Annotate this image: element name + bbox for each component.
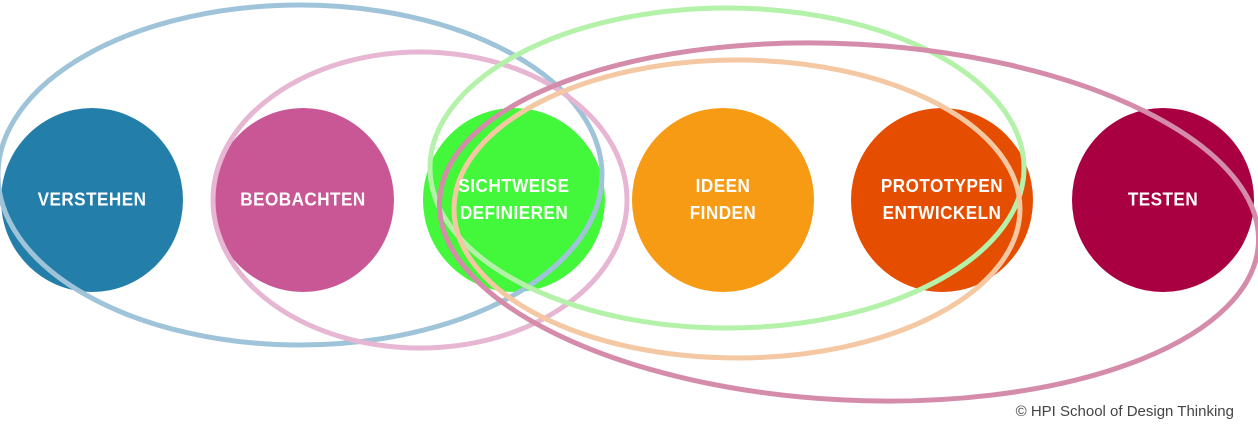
green-loop: [427, 5, 1027, 331]
stage-label-line: VERSTEHEN: [37, 189, 147, 210]
stage-label-line: SICHTWEISE: [458, 176, 570, 196]
stage-circle-4: [632, 108, 814, 292]
stage-label-line: DEFINIEREN: [459, 203, 569, 223]
stage-label-line: FINDEN: [689, 203, 757, 223]
stage-circle-2: [212, 108, 394, 292]
orange-loop: [451, 57, 1023, 361]
stage-label-5: PROTOTYPEN ENTWICKELN: [855, 173, 1030, 227]
stage-label-line: IDEEN: [695, 176, 751, 196]
stage-label-line: TESTEN: [1127, 189, 1199, 210]
stage-label-line: ENTWICKELN: [882, 203, 1002, 223]
copyright-text: © HPI School of Design Thinking: [1015, 403, 1234, 420]
stage-label-line: BEOBACHTEN: [240, 189, 366, 210]
stage-label-1: VERSTEHEN: [5, 187, 180, 214]
stage-label-6: TESTEN: [1076, 187, 1251, 214]
pink-loop: [210, 49, 630, 351]
stage-label-line: PROTOTYPEN: [880, 176, 1004, 196]
stage-circle-1: [1, 108, 183, 292]
stage-label-3: SICHTWEISE DEFINIEREN: [427, 173, 602, 227]
crimson-loop: [436, 40, 1258, 404]
stage-label-2: BEOBACHTEN: [216, 187, 391, 214]
stage-label-4: IDEEN FINDEN: [636, 173, 811, 227]
blue-loop: [0, 2, 605, 348]
